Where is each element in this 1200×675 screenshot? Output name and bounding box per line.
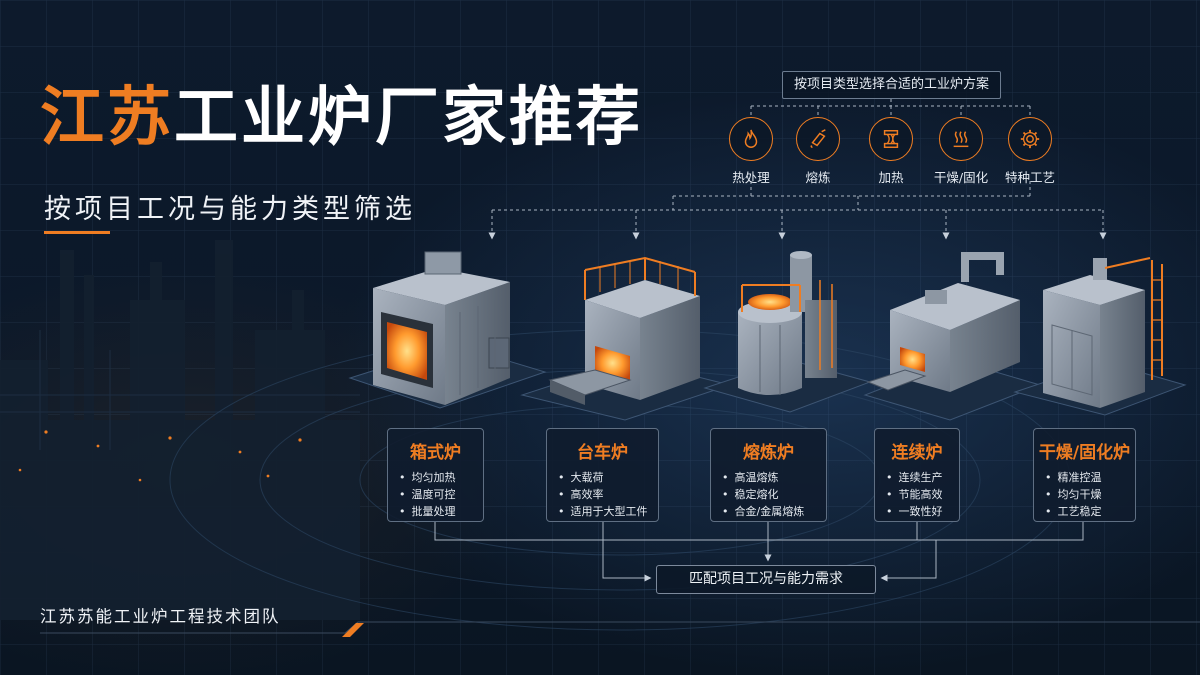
furnace-name: 连续炉 xyxy=(891,443,943,463)
feature-item: 均匀加热 xyxy=(399,469,483,486)
category-label: 热处理 xyxy=(732,170,770,185)
flame-icon xyxy=(744,129,758,148)
drying-furnace-image xyxy=(1013,257,1187,416)
feature-item: 高效率 xyxy=(558,486,658,503)
feature-item: 一致性好 xyxy=(886,503,959,520)
furnace-card-melting[interactable]: 熔炼炉 高温熔炼 稳定熔化 合金/金属熔炼 xyxy=(710,428,827,522)
category-drying-curing[interactable]: 干燥/固化 xyxy=(926,117,996,186)
category-label: 特种工艺 xyxy=(1004,170,1055,185)
feature-item: 节能高效 xyxy=(886,486,959,503)
furnace-name: 箱式炉 xyxy=(410,443,461,463)
continuous-furnace-image xyxy=(863,252,1042,421)
feature-item: 适用于大型工件 xyxy=(558,503,658,520)
feature-list: 大载荷 高效率 适用于大型工件 xyxy=(558,469,658,520)
feature-item: 均匀干燥 xyxy=(1045,486,1135,503)
furnace-name: 熔炼炉 xyxy=(743,443,794,463)
title-highlight: 江苏 xyxy=(40,81,174,155)
heat-waves-icon xyxy=(953,131,969,148)
category-smelting[interactable]: 熔炼 xyxy=(783,117,853,186)
category-heat-treatment[interactable]: 热处理 xyxy=(716,117,786,186)
footer-accent xyxy=(342,623,364,637)
skyline-pipes xyxy=(0,330,360,450)
category-label: 加热 xyxy=(878,170,904,185)
feature-item: 连续生产 xyxy=(886,469,959,486)
feature-item: 工艺稳定 xyxy=(1045,503,1135,520)
feature-item: 大载荷 xyxy=(558,469,658,486)
gear-icon xyxy=(1020,129,1040,149)
footer-rule xyxy=(40,621,1200,634)
selector-heading: 按项目类型选择合适的工业炉方案 xyxy=(782,71,1001,99)
category-special-process[interactable]: 特种工艺 xyxy=(995,117,1065,186)
melting-furnace-image xyxy=(703,251,872,413)
feature-item: 温度可控 xyxy=(399,486,483,503)
feature-item: 高温熔炼 xyxy=(722,469,826,486)
feature-list: 高温熔炼 稳定熔化 合金/金属熔炼 xyxy=(722,469,826,520)
category-label: 熔炼 xyxy=(805,170,831,185)
furnace-card-continuous[interactable]: 连续炉 连续生产 节能高效 一致性好 xyxy=(874,428,960,522)
furnace-card-box[interactable]: 箱式炉 均匀加热 温度可控 批量处理 xyxy=(387,428,484,522)
feature-list: 精准控温 均匀干燥 工艺稳定 xyxy=(1045,469,1135,520)
ladle-pour-icon xyxy=(810,129,826,148)
category-heating[interactable]: 加热 xyxy=(856,117,926,186)
subtitle-underline xyxy=(44,231,110,234)
feature-list: 连续生产 节能高效 一致性好 xyxy=(886,469,959,520)
category-label: 干燥/固化 xyxy=(933,170,989,185)
skyline-lights xyxy=(18,430,302,482)
feature-item: 稳定熔化 xyxy=(722,486,826,503)
bogie-hearth-furnace-image xyxy=(520,256,732,421)
furnace-card-drying[interactable]: 干燥/固化炉 精准控温 均匀干燥 工艺稳定 xyxy=(1033,428,1136,522)
feature-item: 批量处理 xyxy=(399,503,483,520)
feature-list: 均匀加热 温度可控 批量处理 xyxy=(399,469,483,520)
furnace-name: 干燥/固化炉 xyxy=(1038,443,1131,463)
result-box: 匹配项目工况与能力需求 xyxy=(656,565,876,594)
title-main: 工业炉厂家推荐 xyxy=(174,81,643,155)
furnace-name: 台车炉 xyxy=(577,443,628,463)
page-subtitle: 按项目工况与能力类型筛选 xyxy=(44,194,416,225)
footer-team-name: 江苏苏能工业炉工程技术团队 xyxy=(40,607,281,626)
furnace-card-bogie[interactable]: 台车炉 大载荷 高效率 适用于大型工件 xyxy=(546,428,659,522)
factory-skyline xyxy=(0,240,360,620)
page-title: 江苏工业炉厂家推荐 xyxy=(40,86,643,150)
selector-branches xyxy=(488,99,1107,240)
box-furnace-image xyxy=(348,251,547,409)
heating-coil-icon xyxy=(883,130,899,148)
feature-item: 精准控温 xyxy=(1045,469,1135,486)
feature-item: 合金/金属熔炼 xyxy=(722,503,826,520)
result-branches xyxy=(434,522,1084,582)
